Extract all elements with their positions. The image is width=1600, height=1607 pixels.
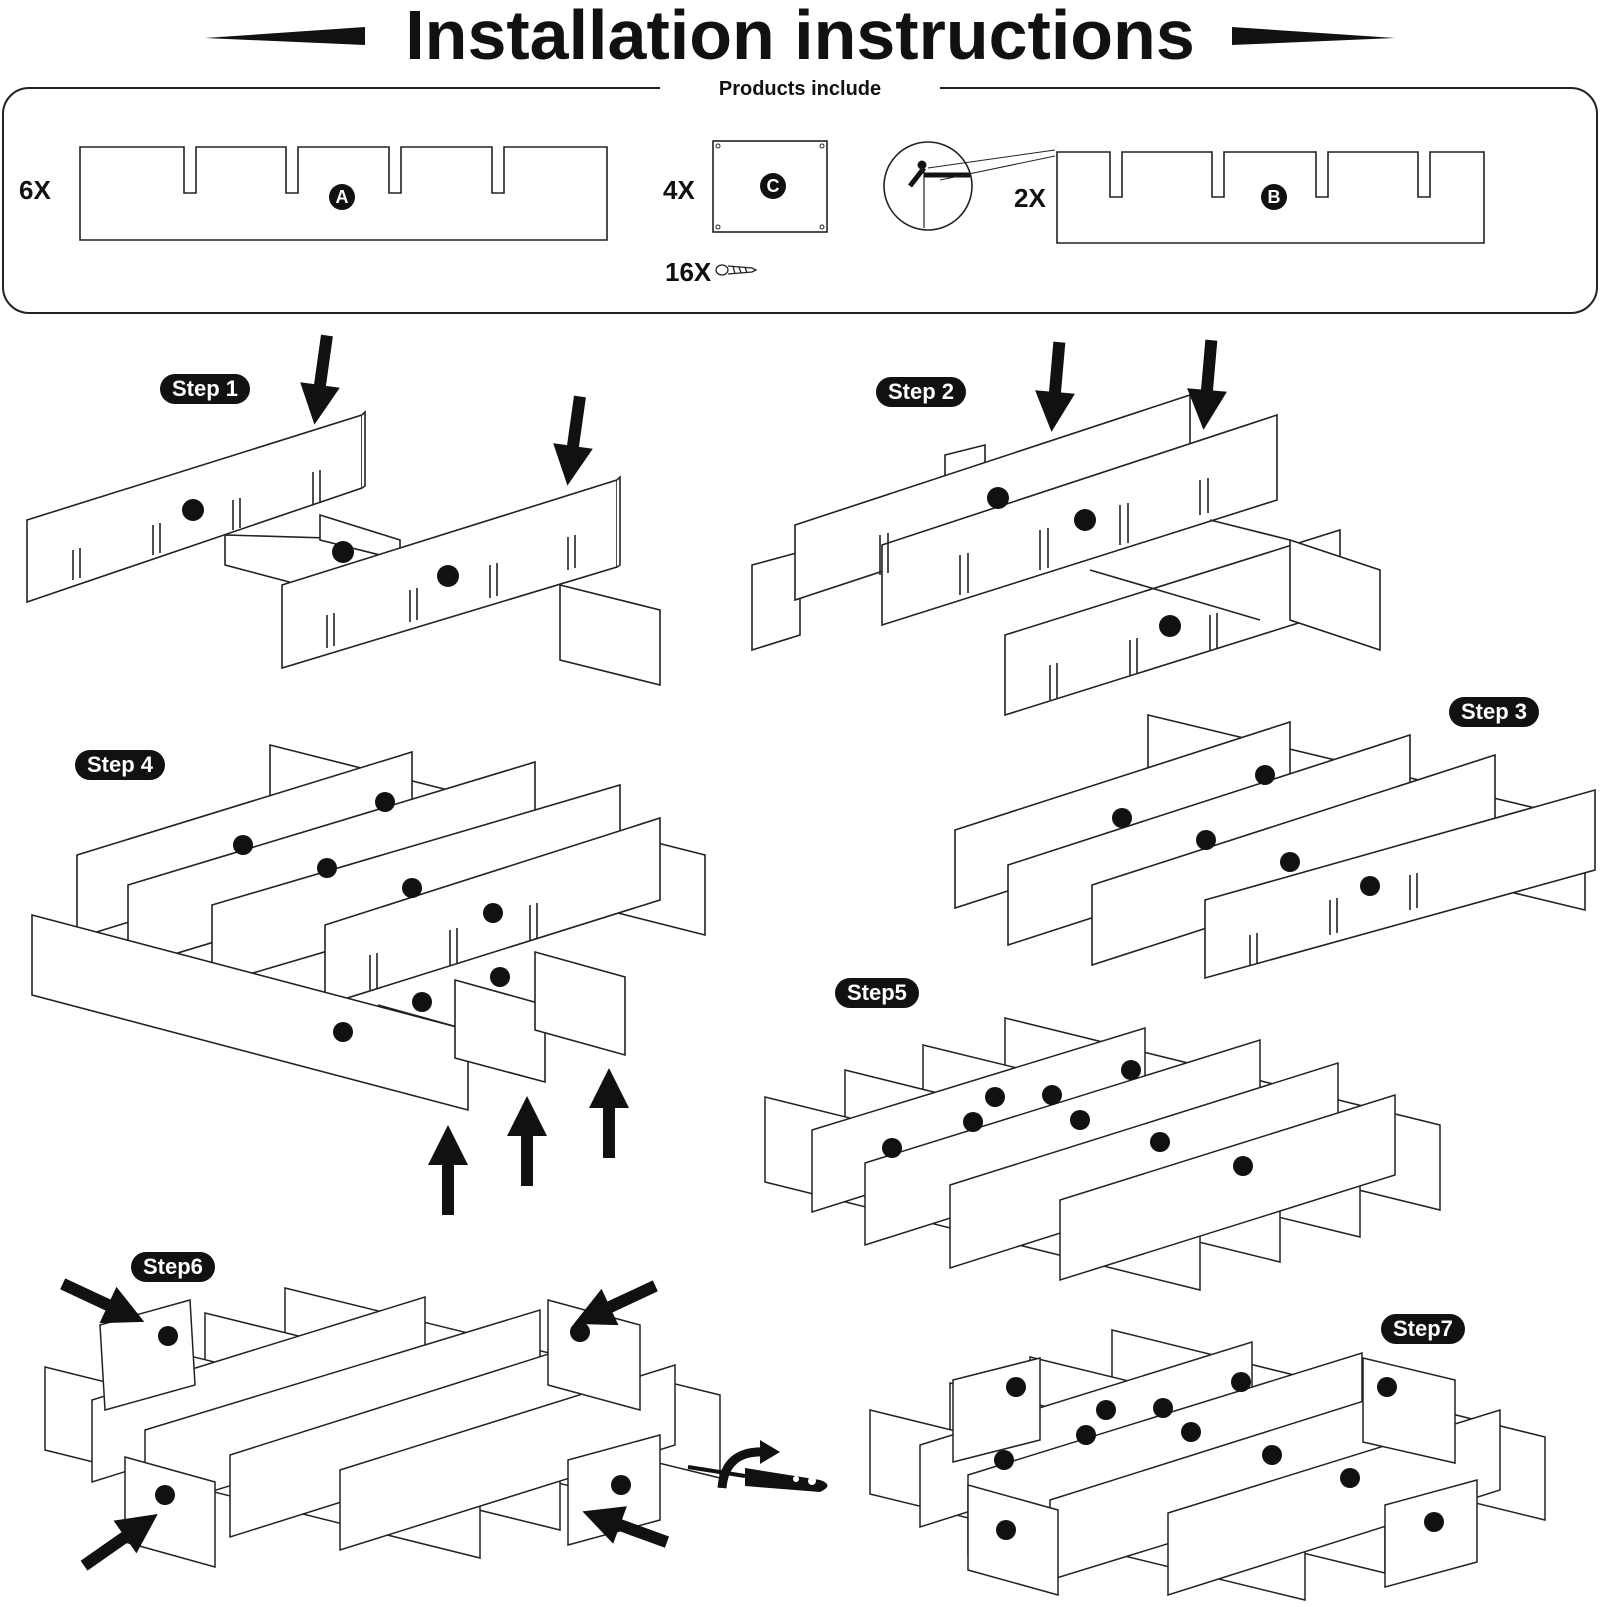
part-c-panel [712,140,828,233]
page-title: Installation instructions [0,0,1600,72]
products-box [2,87,1598,314]
step6-badge: Step6 [131,1252,215,1282]
part-a-letter: A [335,187,349,207]
step7-badge: Step7 [1381,1314,1465,1344]
page-title-text: Installation instructions [405,0,1195,74]
title-wedge-right [1232,27,1395,45]
part-a-quantity: 6X [19,175,51,205]
part-c-letter: C [766,176,780,196]
step4-assembly [31,743,706,1112]
step7-grid [869,1329,1546,1601]
step6-markers [155,1322,631,1505]
screwdriver-icon [687,1440,828,1492]
step3-markers [1112,765,1380,896]
screw-icon [715,264,758,276]
step5-badge: Step5 [835,978,919,1008]
title-wedge-left [205,27,365,45]
part-c-label-marker [760,173,786,199]
products-subtitle: Products include [660,78,940,100]
part-b-panel [1056,151,1485,244]
step1-markers [182,499,459,587]
step2-badge: Step 2 [876,377,967,407]
step3-assembly [954,713,1596,980]
part-c-quantity: 4X [663,175,695,205]
step5-grid [764,1017,1441,1291]
step2-assembly [751,393,1381,717]
slot-detail-zoom [883,141,1056,231]
part-a-label-marker [329,184,355,210]
part-a-panel [79,146,608,241]
step5-markers [882,1060,1253,1176]
step3-badge: Step 3 [1449,697,1540,727]
screw-quantity: 16X [665,257,712,287]
part-c-holes [715,143,825,230]
part-b-label-marker [1261,184,1287,210]
step7-markers [994,1372,1444,1540]
step1-badge: Step 1 [160,374,251,404]
part-b-letter: B [1267,187,1281,207]
step2-markers [987,487,1181,637]
step4-markers [233,792,510,1042]
part-b-quantity: 2X [1014,183,1046,213]
step6-grid [44,1287,721,1568]
step4-badge: Step 4 [75,750,166,780]
